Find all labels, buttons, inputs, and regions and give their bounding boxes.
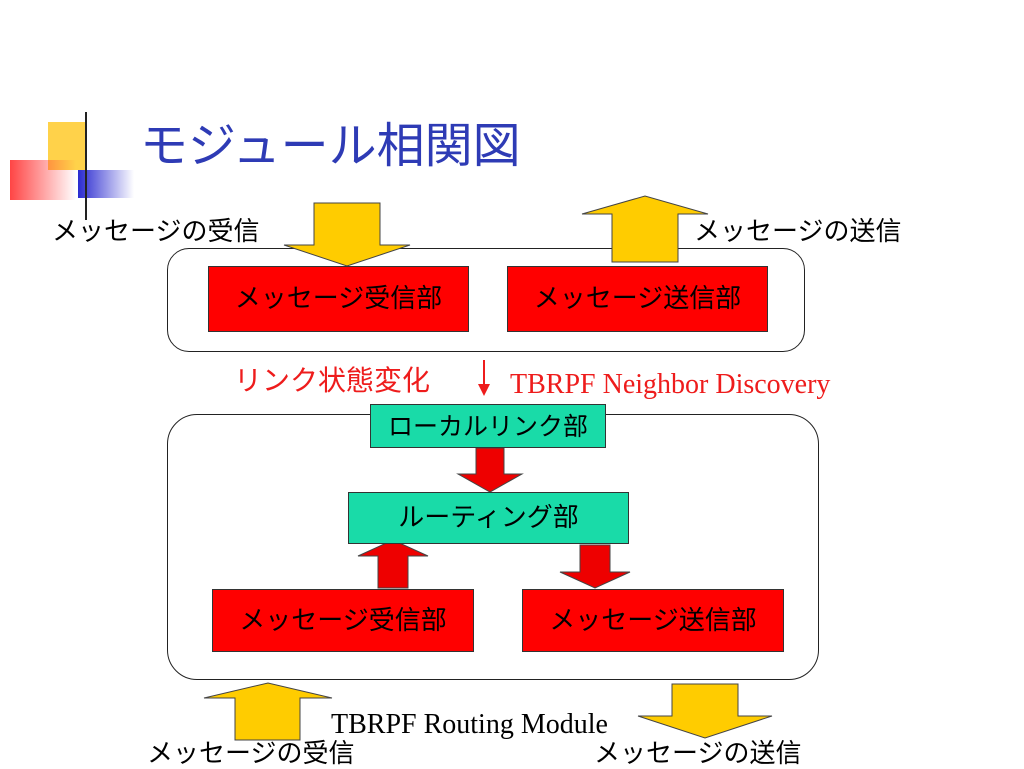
top-module-frame: [167, 248, 805, 352]
send-arrow-top: [581, 195, 709, 263]
bottom-receive-unit: メッセージ受信部: [212, 589, 474, 652]
top-send-label: メッセージの送信: [694, 217, 902, 247]
slide-title: モジュール相関図: [140, 118, 521, 174]
top-send-unit: メッセージ送信部: [507, 266, 768, 332]
routing-unit: ルーティング部: [348, 492, 629, 544]
local-link-unit: ローカルリンク部: [370, 404, 606, 448]
blue-bar-decoration: [78, 170, 134, 198]
neighbor-discovery-label: TBRPF Neighbor Discovery: [510, 369, 831, 400]
receive-arrow-top: [283, 202, 411, 267]
link-change-label: リンク状態変化: [234, 364, 431, 397]
routing-to-send-arrow: [559, 544, 631, 589]
top-receive-unit: メッセージ受信部: [208, 266, 469, 332]
send-arrow-bottom: [637, 683, 773, 739]
link-change-arrow: [478, 360, 490, 396]
local-to-routing-arrow: [456, 447, 524, 493]
bottom-send-label: メッセージの送信: [594, 739, 802, 769]
receive-arrow-bottom: [203, 682, 333, 741]
routing-module-label: TBRPF Routing Module: [331, 709, 608, 740]
red-bar-decoration: [10, 160, 76, 200]
bottom-send-unit: メッセージ送信部: [522, 589, 784, 652]
receive-to-routing-arrow: [357, 539, 429, 589]
top-receive-label: メッセージの受信: [52, 217, 260, 247]
bottom-receive-label: メッセージの受信: [147, 739, 355, 769]
